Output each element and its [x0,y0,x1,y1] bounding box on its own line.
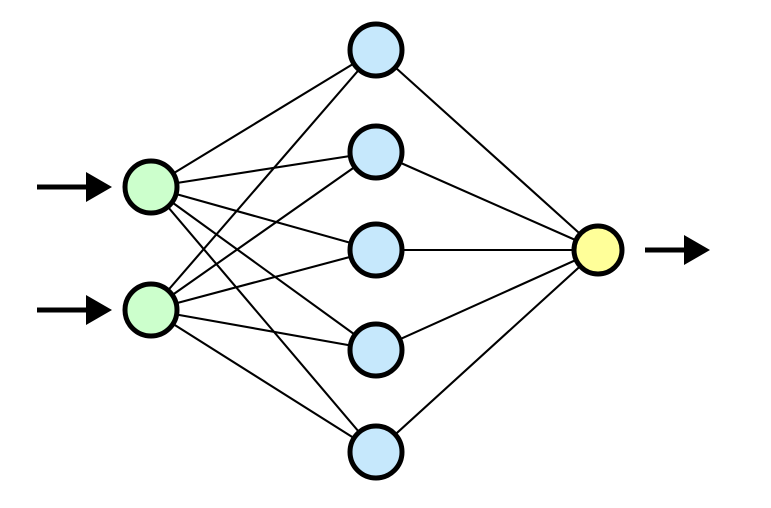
edge-i1-h2 [149,150,378,189]
input-layer [122,158,180,339]
edge-group-hidden-output [374,48,600,454]
hidden-node-1[interactable] [347,21,405,79]
hidden-node-5[interactable] [347,423,405,481]
edge-i2-h5 [149,308,378,454]
edge-h1-o1 [374,48,600,252]
edge-h5-o1 [374,248,600,454]
edge-i2-h4 [149,308,378,352]
output-arrow [645,235,710,265]
input-arrow-1 [37,172,112,202]
output-node-1[interactable] [571,223,625,277]
output-layer [571,223,625,277]
edge-i1-h3 [149,185,378,252]
input-arrow-2 [37,295,112,325]
edge-h2-o1 [374,150,600,252]
edge-i1-h5 [149,185,378,454]
input-node-2[interactable] [122,281,180,339]
edge-h4-o1 [374,248,600,352]
hidden-node-4[interactable] [347,321,405,379]
edge-group-input-hidden [149,48,378,454]
hidden-node-3[interactable] [347,221,405,279]
edge-i2-h3 [149,248,378,312]
hidden-layer [347,21,405,481]
edge-i2-h1 [149,48,378,312]
edge-i1-h1 [149,48,378,189]
input-arrow-1-head [86,172,112,202]
hidden-node-2[interactable] [347,123,405,181]
input-node-1[interactable] [122,158,180,216]
output-arrow-head [684,235,710,265]
edge-i1-h4 [149,185,378,352]
input-arrow-2-head [86,295,112,325]
edge-i2-h2 [149,150,378,312]
